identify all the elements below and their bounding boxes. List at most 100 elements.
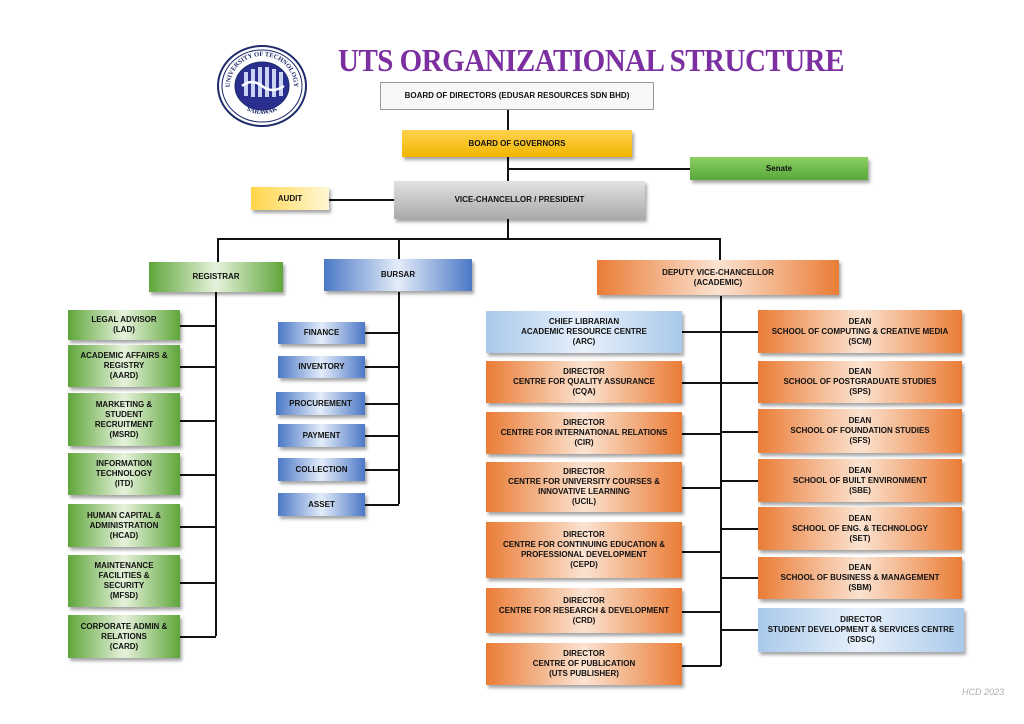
dvc-unit-uts-publisher: DIRECTOR CENTRE OF PUBLICATION (UTS PUBL… <box>486 643 682 685</box>
unit-label-line: INVENTORY <box>298 362 345 371</box>
unit-label-line: TECHNOLOGY <box>95 469 153 478</box>
connector <box>398 292 400 504</box>
unit-label-line: (AARD) <box>109 371 139 380</box>
unit-label-line: MAINTENANCE <box>94 561 154 570</box>
connector <box>329 199 394 201</box>
unit-label-line: SCHOOL OF BUSINESS & MANAGEMENT <box>780 573 940 582</box>
unit-label-line: STUDENT <box>105 409 143 419</box>
unit-label-line: ADMINISTRATION <box>89 520 159 530</box>
unit-label-line: INNOVATIVE LEARNING <box>538 487 630 496</box>
connector <box>180 636 216 638</box>
unit-label-line: ACADEMIC RESOURCE CENTRE <box>521 327 647 336</box>
connector <box>215 292 217 636</box>
board-of-directors-box: BOARD OF DIRECTORS (EDUSAR RESOURCES SDN… <box>380 82 654 110</box>
registrar-unit-card: CORPORATE ADMIN & RELATIONS (CARD) <box>68 615 180 658</box>
unit-label-line: DIRECTOR <box>563 530 605 539</box>
unit-label-line: DEAN <box>848 416 872 425</box>
audit-box: AUDIT <box>251 187 329 210</box>
connector <box>682 382 721 384</box>
unit-label-line: (CRD) <box>572 615 596 625</box>
unit-label-line: LEGAL ADVISOR <box>91 315 157 324</box>
dvc-label-line: (ACADEMIC) <box>693 277 743 287</box>
registrar-unit-hcad: HUMAN CAPITAL & ADMINISTRATION (HCAD) <box>68 504 180 547</box>
unit-label-line: CENTRE FOR INTERNATIONAL RELATIONS <box>500 428 668 437</box>
connector <box>365 332 399 334</box>
unit-label-line: CENTRE FOR RESEARCH & DEVELOPMENT <box>498 605 670 615</box>
connector <box>180 325 216 327</box>
dvc-unit-sfs: DEAN SCHOOL OF FOUNDATION STUDIES (SFS) <box>758 409 962 453</box>
unit-label-line: (LAD) <box>113 325 135 334</box>
uts-logo: UNIVERSITY OF TECHNOLOGY SARAWAK <box>216 44 308 128</box>
unit-label-line: PAYMENT <box>302 430 341 440</box>
unit-label-line: COLLECTION <box>295 464 348 474</box>
connector <box>682 665 721 667</box>
connector <box>682 487 721 489</box>
unit-label-line: MARKETING & <box>95 399 153 409</box>
registrar-label: REGISTRAR <box>192 272 240 281</box>
footer-credit: HCD 2023 <box>962 687 1005 697</box>
connector <box>682 331 721 333</box>
dvc-unit-sbm: DEAN SCHOOL OF BUSINESS & MANAGEMENT (SB… <box>758 557 962 599</box>
connector <box>719 238 721 260</box>
unit-label-line: (ARC) <box>572 337 596 346</box>
dvc-unit-sdsc: DIRECTOR STUDENT DEVELOPMENT & SERVICES … <box>758 608 964 652</box>
registrar-unit-msrd: MARKETING & STUDENT RECRUITMENT (MSRD) <box>68 393 180 446</box>
dvc-unit-ucil: DIRECTOR CENTRE FOR UNIVERSITY COURSES &… <box>486 462 682 512</box>
connector <box>720 331 758 333</box>
connector <box>217 238 219 262</box>
unit-label-line: CENTRE OF PUBLICATION <box>532 659 636 668</box>
connector <box>720 528 758 530</box>
connector <box>365 469 399 471</box>
unit-label-line: SCHOOL OF COMPUTING & CREATIVE MEDIA <box>771 326 949 336</box>
unit-label-line: INFORMATION <box>96 459 152 468</box>
board-of-directors-label: BOARD OF DIRECTORS (EDUSAR RESOURCES SDN… <box>404 91 630 100</box>
bursar-unit-inventory: INVENTORY <box>278 356 365 378</box>
unit-label-line: (CARD) <box>109 641 139 651</box>
unit-label-line: SCHOOL OF BUILT ENVIRONMENT <box>793 475 927 485</box>
vice-chancellor-label: VICE-CHANCELLOR / PRESIDENT <box>454 195 585 204</box>
unit-label-line: (ITD) <box>114 479 134 488</box>
connector <box>180 474 216 476</box>
unit-label-line: FACILITIES & <box>98 571 150 580</box>
unit-label-line: SECURITY <box>103 581 145 590</box>
unit-label-line: DIRECTOR <box>563 649 605 658</box>
unit-label-line: DEAN <box>848 316 872 326</box>
unit-label-line: (SFS) <box>849 436 871 445</box>
unit-label-line: DIRECTOR <box>563 367 605 376</box>
connector <box>720 431 758 433</box>
dvc-unit-crd: DIRECTOR CENTRE FOR RESEARCH & DEVELOPME… <box>486 588 682 633</box>
unit-label-line: PROFESSIONAL DEVELOPMENT <box>520 550 648 559</box>
registrar-box: REGISTRAR <box>149 262 283 292</box>
unit-label-line: DEAN <box>848 563 872 572</box>
registrar-unit-mfsd: MAINTENANCE FACILITIES & SECURITY (MFSD) <box>68 555 180 607</box>
connector <box>180 366 216 368</box>
senate-label: Senate <box>765 163 793 173</box>
connector <box>365 366 399 368</box>
unit-label-line: (SBM) <box>848 583 872 592</box>
connector <box>720 629 758 631</box>
unit-label-line: CHIEF LIBRARIAN <box>548 317 620 326</box>
connector <box>720 382 758 384</box>
connector <box>180 526 216 528</box>
unit-label-line: DIRECTOR <box>840 615 882 624</box>
dvc-unit-cepd: DIRECTOR CENTRE FOR CONTINUING EDUCATION… <box>486 522 682 578</box>
unit-label-line: DEAN <box>848 513 872 523</box>
bursar-unit-finance: FINANCE <box>278 322 365 344</box>
unit-label-line: (SPS) <box>849 387 871 396</box>
unit-label-line: (HCAD) <box>109 530 139 540</box>
unit-label-line: (UTS PUBLISHER) <box>549 669 619 678</box>
dvc-label-line: DEPUTY VICE-CHANCELLOR <box>662 267 774 277</box>
bursar-unit-asset: ASSET <box>278 493 365 516</box>
unit-label-line: FINANCE <box>303 328 340 337</box>
unit-label-line: (SBE) <box>849 485 871 495</box>
unit-label-line: ACADEMIC AFFAIRS & <box>80 351 168 360</box>
bursar-unit-procurement: PROCUREMENT <box>276 392 365 415</box>
connector <box>180 582 216 584</box>
unit-label-line: SCHOOL OF FOUNDATION STUDIES <box>790 426 930 435</box>
unit-label-line: DIRECTOR <box>563 418 605 427</box>
unit-label-line: RELATIONS <box>101 631 147 641</box>
unit-label-line: (SET) <box>849 533 871 543</box>
bursar-box: BURSAR <box>324 259 472 291</box>
bursar-unit-payment: PAYMENT <box>278 424 365 447</box>
deputy-vice-chancellor-box: DEPUTY VICE-CHANCELLOR (ACADEMIC) <box>597 260 839 295</box>
